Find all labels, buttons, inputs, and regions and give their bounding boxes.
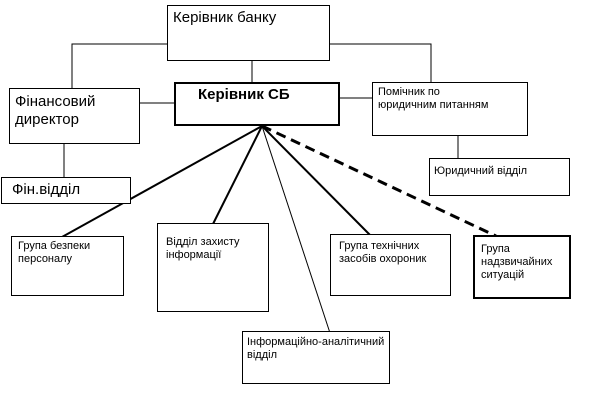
node-staff-security: Група безпеки персоналу bbox=[11, 236, 124, 296]
link-sb-info-protection bbox=[212, 125, 263, 225]
node-bank-head: Керівник банку bbox=[167, 5, 330, 61]
link-bank-fin-director bbox=[71, 43, 168, 88]
node-analytics: Інформаційно-аналітичний відділ bbox=[242, 331, 390, 384]
node-info-protection: Відділ захисту інформації bbox=[157, 223, 269, 312]
node-legal-dept: Юридичний відділ bbox=[429, 158, 570, 196]
node-fin-director: Фінансовий директор bbox=[9, 88, 140, 144]
link-sb-staff-security bbox=[61, 125, 263, 238]
node-fin-dept: Фін.відділ bbox=[1, 177, 131, 204]
node-emergency: Група надзвичайних ситуацій bbox=[473, 235, 571, 299]
link-sb-emergency bbox=[261, 124, 497, 238]
node-tech-security: Група технічних засобів охороник bbox=[330, 234, 451, 296]
node-legal-assistant: Помічник по юридичним питанням bbox=[372, 82, 528, 136]
node-sb-head: Керівник СБ bbox=[174, 82, 340, 126]
link-bank-legal-assistant bbox=[329, 43, 432, 82]
link-sb-analytics bbox=[261, 125, 331, 334]
link-sb-tech-security bbox=[261, 125, 371, 236]
